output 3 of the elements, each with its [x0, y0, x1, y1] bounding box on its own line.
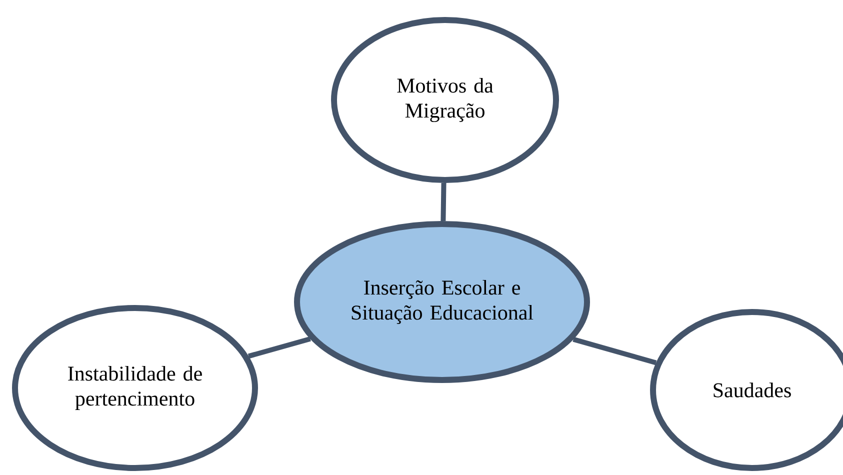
connector-line	[248, 336, 311, 359]
connector-line	[440, 182, 446, 222]
connector-line	[572, 336, 657, 366]
